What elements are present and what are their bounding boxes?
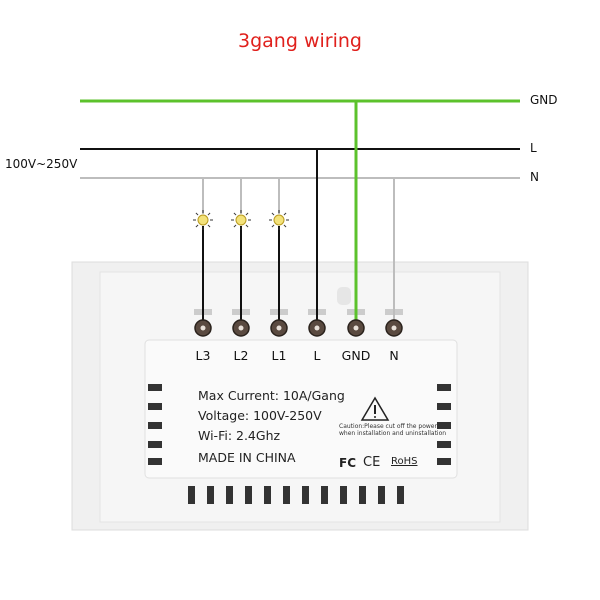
- voltage-label: 100V~250V: [5, 157, 78, 171]
- terminal-screw-center: [314, 325, 320, 331]
- l-label: L: [530, 141, 537, 155]
- vent-slot: [359, 486, 366, 504]
- vent-slot: [226, 486, 233, 504]
- rohs-mark: RoHS: [391, 456, 418, 467]
- page-title: 3gang wiring: [238, 30, 362, 52]
- left-vents: [148, 384, 162, 465]
- terminal-screw-center: [391, 325, 397, 331]
- vent-slot: [340, 486, 347, 504]
- light-bulb-icon: [193, 210, 213, 230]
- vent-slot: [188, 486, 195, 504]
- vent-slot: [321, 486, 328, 504]
- terminal-label: GND: [341, 348, 371, 363]
- terminal-screw-center: [353, 325, 359, 331]
- label-area: [144, 339, 458, 479]
- vent-slot: [264, 486, 271, 504]
- vent-slot: [302, 486, 309, 504]
- terminal-label: N: [389, 348, 399, 363]
- vent-slot: [245, 486, 252, 504]
- light-bulb-icon: [231, 210, 251, 230]
- vent-slot: [207, 486, 214, 504]
- fc-mark: FC: [339, 456, 357, 470]
- terminal-screw-center: [238, 325, 244, 331]
- terminal-label: L1: [271, 348, 287, 363]
- spec-current: Max Current: 10A/Gang: [198, 388, 345, 403]
- tab: [337, 287, 351, 305]
- n-label: N: [530, 170, 539, 184]
- spec-origin: MADE IN CHINA: [198, 450, 296, 465]
- spec-wifi: Wi-Fi: 2.4Ghz: [198, 428, 281, 443]
- terminal-label: L: [313, 348, 321, 363]
- light-bulb-icon: [269, 210, 289, 230]
- ce-mark: CE: [363, 455, 381, 470]
- vent-slot: [283, 486, 290, 504]
- vent-slot: [378, 486, 385, 504]
- terminal-screw-center: [276, 325, 282, 331]
- vent-slot: [397, 486, 404, 504]
- terminal-label: L2: [233, 348, 249, 363]
- bottom-vents: [188, 486, 404, 504]
- caution-text: Caution:Please cut off the power when in…: [339, 423, 447, 437]
- terminal-label: L3: [195, 348, 211, 363]
- gnd-label: GND: [530, 93, 558, 107]
- right-vents: [437, 384, 451, 465]
- terminal-screw-center: [200, 325, 206, 331]
- spec-voltage: Voltage: 100V-250V: [198, 408, 322, 423]
